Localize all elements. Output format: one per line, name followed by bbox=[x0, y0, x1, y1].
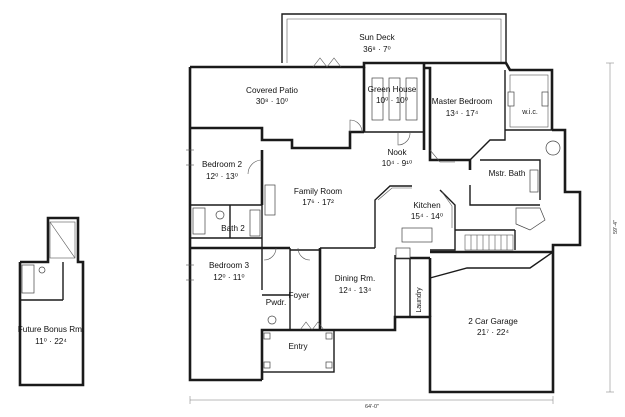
dimension-lines bbox=[189, 62, 614, 404]
entry-name: Entry bbox=[288, 342, 308, 351]
doors-windows bbox=[186, 57, 455, 331]
overall-depth-label: 59'-4" bbox=[613, 220, 619, 234]
interior-walls bbox=[190, 63, 553, 330]
wic-name: w.i.c. bbox=[521, 109, 538, 116]
garage-name: 2 Car Garage bbox=[468, 317, 518, 326]
bonus-room-size: 11⁰ · 22⁴ bbox=[35, 337, 67, 346]
bath2-name: Bath 2 bbox=[221, 224, 245, 233]
overall-width-label: 64'-0" bbox=[365, 404, 379, 410]
stairs bbox=[464, 234, 514, 251]
nook-size: 10⁴ · 9¹⁰ bbox=[382, 159, 412, 168]
dining-size: 12⁴ · 13⁴ bbox=[339, 286, 372, 295]
laundry-name: Laundry bbox=[416, 287, 423, 313]
nook-name: Nook bbox=[387, 148, 407, 157]
bedroom2-size: 12⁰ · 13⁰ bbox=[206, 172, 238, 181]
bedroom2-name: Bedroom 2 bbox=[202, 160, 242, 169]
master-bedroom-name: Master Bedroom bbox=[432, 97, 493, 106]
green-house-size: 10⁰ · 10⁰ bbox=[376, 96, 408, 105]
dining-name: Dining Rm. bbox=[335, 274, 376, 283]
family-room-name: Family Room bbox=[294, 187, 342, 196]
covered-patio-name: Covered Patio bbox=[246, 86, 298, 95]
bedroom3-size: 12⁰ · 11⁰ bbox=[213, 273, 244, 282]
garage-size: 21⁷ · 22⁴ bbox=[477, 328, 509, 337]
kitchen-name: Kitchen bbox=[413, 201, 441, 210]
master-bedroom-size: 13⁴ · 17⁴ bbox=[446, 109, 479, 118]
kitchen-size: 15⁴ · 14⁰ bbox=[411, 212, 443, 221]
mstr-bath-name: Mstr. Bath bbox=[489, 169, 526, 178]
family-room-size: 17⁶ · 17² bbox=[302, 198, 334, 207]
room-labels: Sun Deck 36⁸ · 7⁰ Covered Patio 30⁸ · 10… bbox=[18, 33, 619, 410]
foyer-name: Foyer bbox=[289, 291, 310, 300]
entry-porch bbox=[261, 329, 335, 373]
sun-deck-outline bbox=[281, 13, 507, 63]
sun-deck-size: 36⁸ · 7⁰ bbox=[363, 45, 391, 54]
sun-deck-name: Sun Deck bbox=[359, 33, 395, 42]
bedroom3-name: Bedroom 3 bbox=[209, 261, 249, 270]
bonus-room-name: Future Bonus Rm. bbox=[18, 325, 84, 334]
covered-patio-size: 30⁸ · 10⁰ bbox=[256, 97, 288, 106]
bonus-room bbox=[18, 216, 85, 387]
pwdr-name: Pwdr. bbox=[266, 298, 286, 307]
green-house-name: Green House bbox=[368, 85, 417, 94]
fixtures bbox=[192, 74, 561, 325]
